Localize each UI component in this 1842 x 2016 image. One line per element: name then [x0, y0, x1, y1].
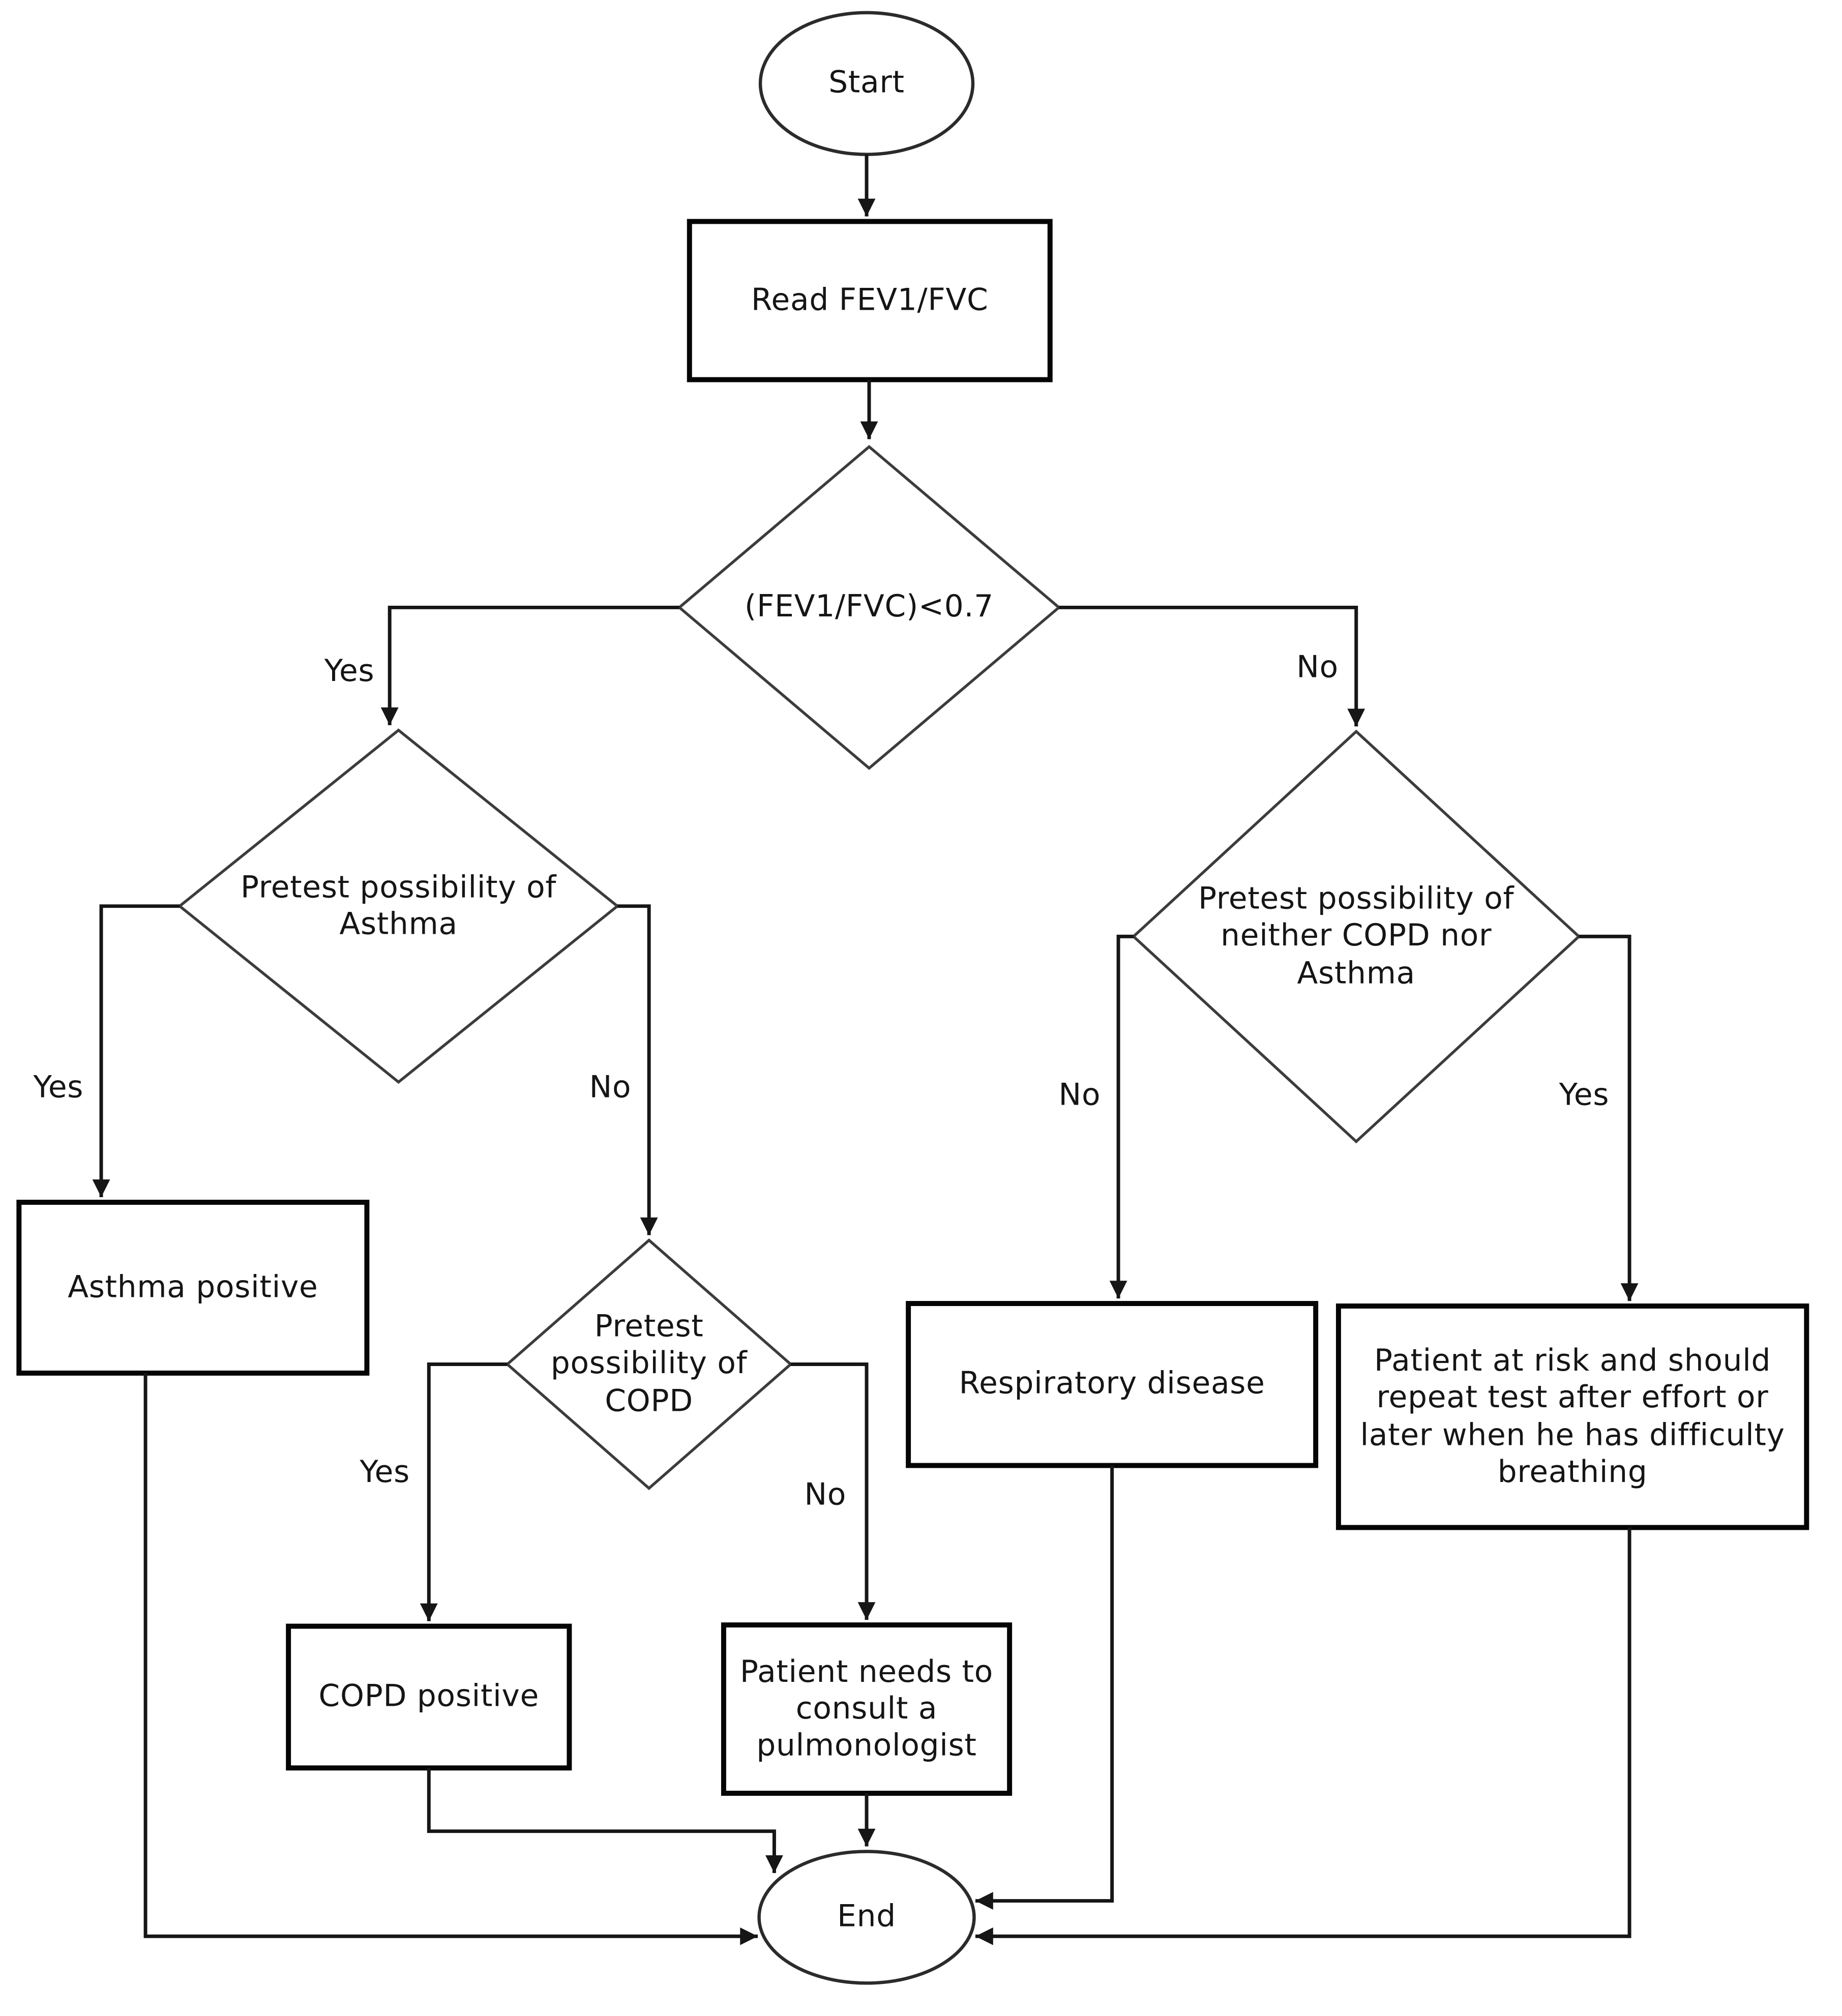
read-fev-box-shape [687, 219, 1053, 382]
asthma-positive-box-shape [16, 1199, 370, 1376]
edge-neither-yes-to-patient-at-risk [1579, 934, 1639, 1301]
edge-asthma-no-to-copd-pretest [617, 904, 658, 1235]
edge-neither-no-to-respiratory [1109, 934, 1134, 1299]
asthma-pretest-diamond-shape [177, 728, 620, 1084]
edge-asthma-positive-to-end [143, 1373, 758, 1945]
edge-fev-no-to-neither-pretest [1059, 605, 1365, 727]
fev-check-diamond-shape [677, 444, 1061, 770]
edge-copd-positive-to-end [427, 1768, 783, 1873]
edge-copd-yes-to-copd-positive [420, 1362, 508, 1621]
edge-asthma-yes-to-asthma-positive [92, 904, 180, 1198]
respiratory-disease-box-shape [906, 1301, 1319, 1468]
start-terminator-shape [758, 11, 975, 156]
copd-pretest-diamond-shape [505, 1238, 793, 1490]
copd-positive-box-shape [286, 1623, 572, 1771]
patient-at-risk-box-shape [1335, 1303, 1809, 1530]
edge-copd-no-to-pulmonologist [790, 1362, 876, 1620]
neither-pretest-diamond-shape [1131, 729, 1581, 1144]
edge-respiratory-to-end [975, 1465, 1114, 1910]
edge-fev-yes-to-asthma-pretest [380, 605, 679, 725]
end-terminator-shape [757, 1850, 976, 1985]
edge-patient-at-risk-to-end [975, 1527, 1631, 1945]
consult-pulmonologist-box-shape [721, 1622, 1013, 1796]
